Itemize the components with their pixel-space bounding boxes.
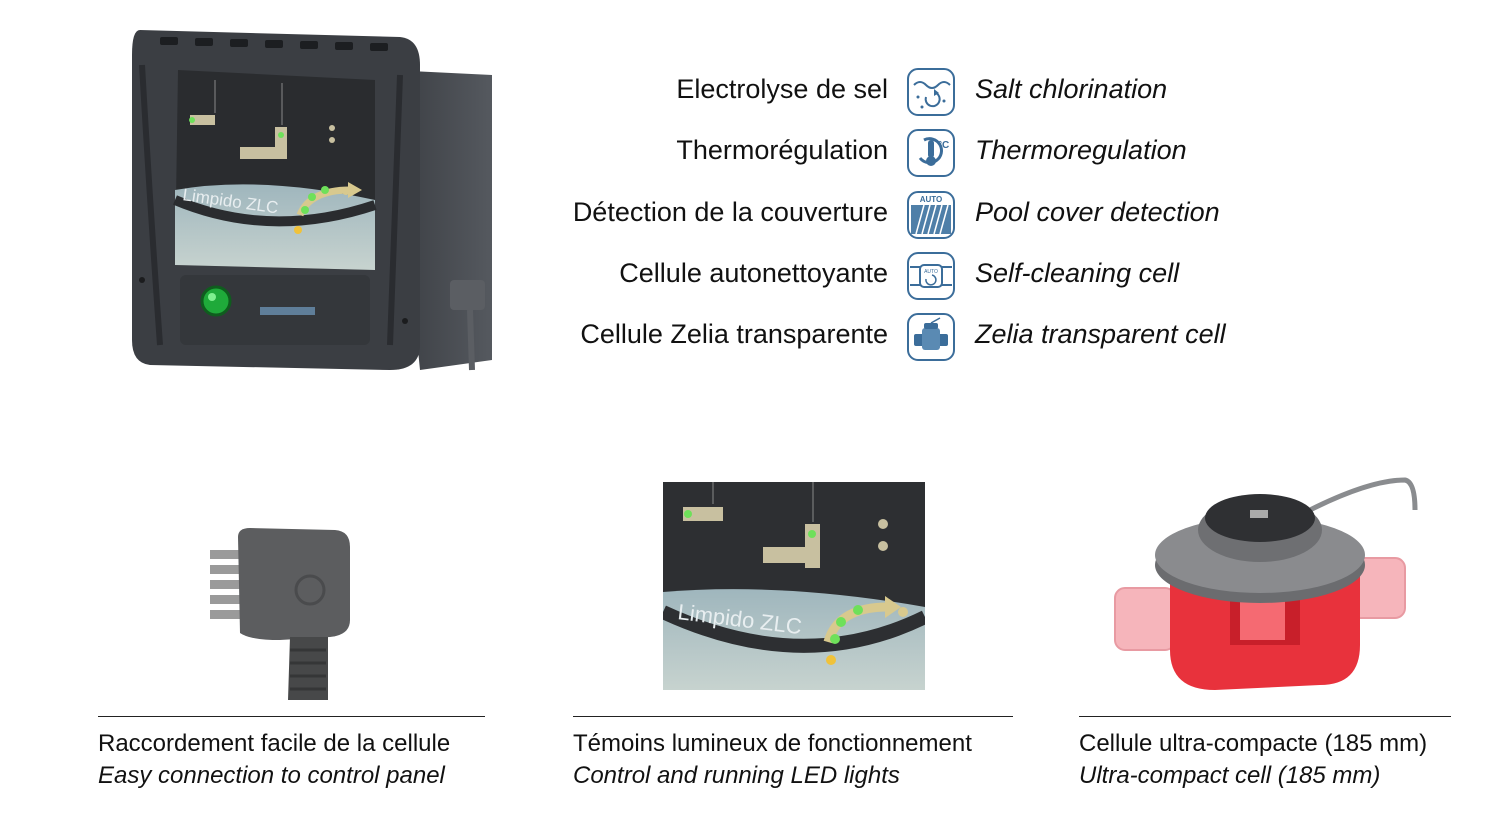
caption-fr: Témoins lumineux de fonctionnement [573,730,972,757]
transparent-cell-icon [907,313,955,361]
caption-en: Control and running LED lights [573,762,900,789]
feature-en-label: Zelia transparent cell [975,319,1226,349]
caption-en: Ultra-compact cell (185 mm) [1079,762,1381,789]
cell-image [1114,477,1418,690]
feature-fr-label: Cellule Zelia transparente [580,319,888,349]
feature-fr-label: Détection de la couverture [572,197,888,227]
caption-fr: Raccordement facile de la cellule [98,730,451,757]
caption-rule [573,716,1013,717]
pool-cover-icon: AUTO [907,191,955,239]
led-panel-image: Limpido ZLC [663,482,925,690]
feature-en-label: Self-cleaning cell [975,258,1180,288]
control-box-image: Limpido ZLC [132,30,492,371]
svg-text:°C: °C [938,140,949,151]
feature-en-label: Thermoregulation [975,135,1187,165]
caption-en: Easy connection to control panel [98,762,445,789]
self-cleaning-icon: AUTO [907,252,955,300]
feature-en-label: Pool cover detection [975,197,1220,227]
svg-text:AUTO: AUTO [920,195,943,204]
feature-en-label: Salt chlorination [975,74,1168,104]
feature-fr-label: Thermorégulation [676,135,888,165]
thermoregulation-icon: °C [907,129,955,177]
svg-text:AUTO: AUTO [924,269,938,275]
feature-fr-label: Electrolyse de sel [676,74,888,104]
salt-chlorination-icon [907,68,955,116]
feature-fr-label: Cellule autonettoyante [619,258,888,288]
connector-image [210,528,350,700]
caption-fr: Cellule ultra-compacte (185 mm) [1079,730,1428,757]
caption-rule [1079,716,1451,717]
caption-rule [98,716,485,717]
